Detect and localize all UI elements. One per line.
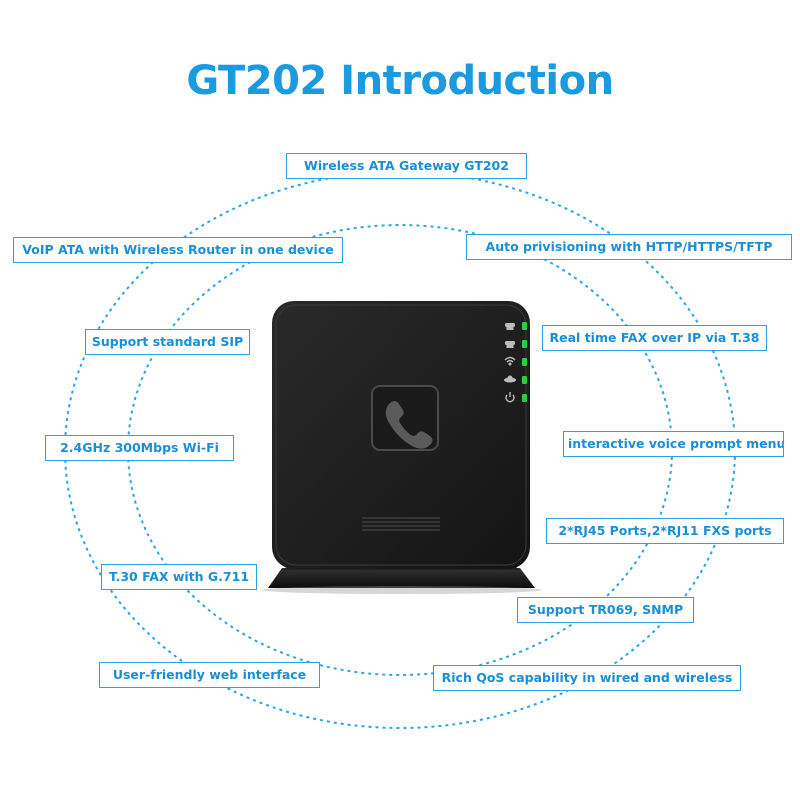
feature-fax-t38: Real time FAX over IP via T.38 (542, 325, 767, 351)
device-stand (268, 568, 535, 588)
led-4 (522, 376, 527, 384)
stand-shadow (262, 586, 542, 594)
feature-auto-provisioning: Auto privisioning with HTTP/HTTPS/TFTP (466, 234, 792, 260)
feature-qos: Rich QoS capability in wired and wireles… (433, 665, 741, 691)
device-body-highlight (275, 304, 527, 566)
phone-handset-icon (385, 401, 433, 449)
feature-ports: 2*RJ45 Ports,2*RJ11 FXS ports (546, 518, 784, 544)
led-2 (522, 340, 527, 348)
power-icon (505, 392, 515, 403)
internet-icon (504, 375, 516, 383)
device-vent (362, 517, 440, 531)
led-5 (522, 394, 527, 402)
led-3 (522, 358, 527, 366)
phone-2-icon (505, 341, 515, 348)
status-indicators (504, 322, 527, 403)
feature-wifi: 2.4GHz 300Mbps Wi-Fi (45, 435, 234, 461)
feature-voip-router: VoIP ATA with Wireless Router in one dev… (13, 237, 343, 263)
feature-voice-prompt: interactive voice prompt menu (563, 431, 784, 457)
phone-1-icon (505, 323, 515, 330)
gt202-device (262, 301, 542, 594)
feature-fax-g711: T.30 FAX with G.711 (101, 564, 257, 590)
feature-wireless-ata: Wireless ATA Gateway GT202 (286, 153, 527, 179)
page-title: GT202 Introduction (186, 58, 614, 104)
led-1 (522, 322, 527, 330)
feature-web-interface: User-friendly web interface (99, 662, 320, 688)
feature-tr069: Support TR069, SNMP (517, 597, 694, 623)
feature-standard-sip: Support standard SIP (85, 329, 250, 355)
wifi-icon (504, 356, 516, 366)
